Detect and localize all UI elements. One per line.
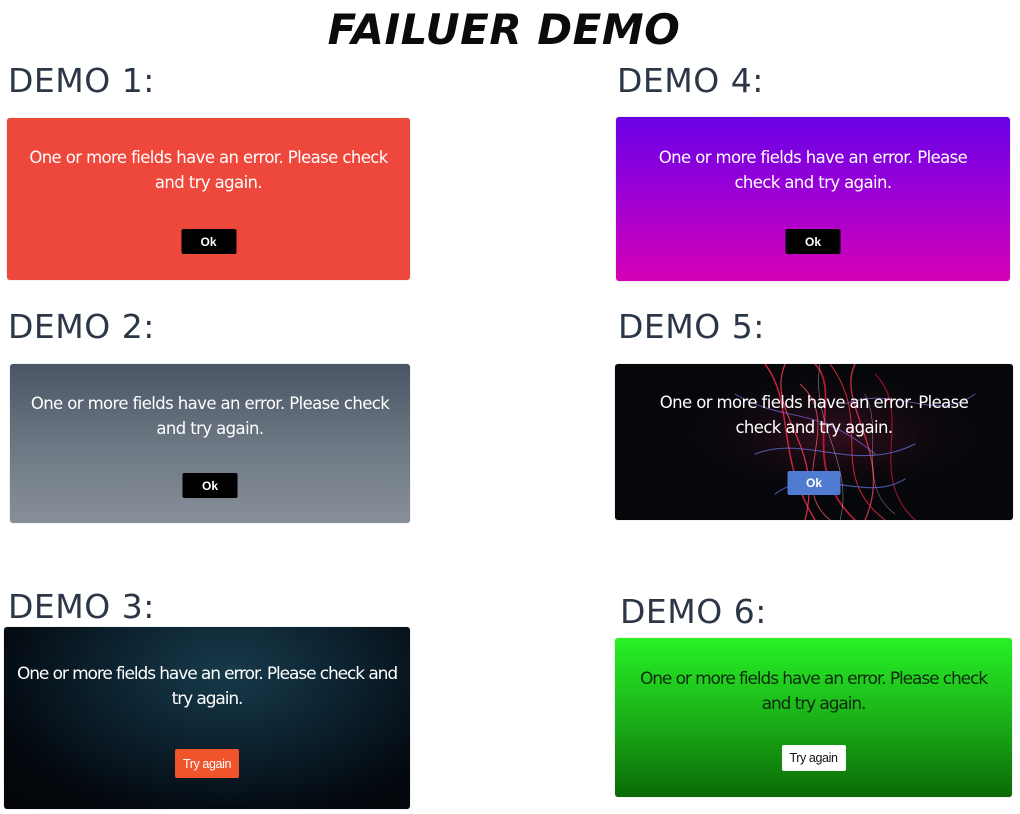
error-message: One or more fields have an error. Please… [639, 669, 988, 714]
page-title: FAILUER DEMO [327, 5, 681, 54]
error-dialog-demo-1: One or more fields have an error. Please… [7, 118, 410, 280]
demo-5-label: DEMO 5: [618, 307, 765, 346]
error-message: One or more fields have an error. Please… [658, 148, 968, 192]
error-dialog-demo-6: One or more fields have an error. Please… [615, 638, 1012, 797]
light-trails-background [615, 364, 1013, 520]
error-message: One or more fields have an error. Please… [659, 393, 969, 437]
error-dialog-demo-4: One or more fields have an error. Please… [616, 117, 1010, 281]
ok-button[interactable]: Ok [181, 229, 236, 254]
try-again-button[interactable]: Try again [781, 745, 846, 771]
demo-1-label: DEMO 1: [8, 61, 155, 100]
demo-2-label: DEMO 2: [8, 307, 155, 346]
error-message: One or more fields have an error. Please… [16, 664, 398, 709]
try-again-button[interactable]: Try again [175, 749, 239, 778]
ok-button[interactable]: Ok [182, 473, 238, 498]
error-dialog-demo-3: One or more fields have an error. Please… [4, 627, 410, 809]
demo-4-label: DEMO 4: [617, 61, 764, 100]
ok-button[interactable]: Ok [787, 471, 841, 495]
error-dialog-demo-5: One or more fields have an error. Please… [615, 364, 1013, 520]
error-message: One or more fields have an error. Please… [29, 148, 388, 192]
demo-6-label: DEMO 6: [620, 592, 767, 631]
error-message: One or more fields have an error. Please… [30, 394, 390, 438]
ok-button[interactable]: Ok [785, 229, 841, 254]
demo-3-label: DEMO 3: [8, 587, 155, 626]
error-dialog-demo-2: One or more fields have an error. Please… [10, 364, 410, 523]
